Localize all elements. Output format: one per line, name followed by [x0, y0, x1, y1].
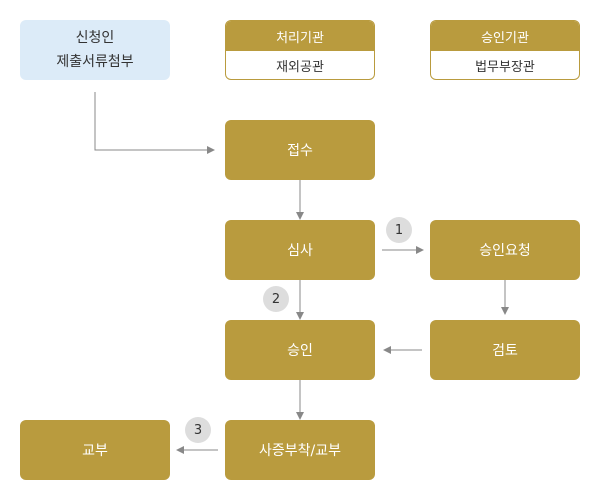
processing-org-header: 처리기관 — [226, 21, 374, 51]
step-receipt: 접수 — [225, 120, 375, 180]
step-approval: 승인 — [225, 320, 375, 380]
applicant-box: 신청인 제출서류첨부 — [20, 20, 170, 80]
step-examination: 검토 — [430, 320, 580, 380]
processing-org-box: 처리기관 재외공관 — [225, 20, 375, 80]
approving-org-value: 법무부장관 — [475, 59, 535, 75]
approving-org-box: 승인기관 법무부장관 — [430, 20, 580, 80]
step-review: 심사 — [225, 220, 375, 280]
badge-3: 3 — [185, 417, 211, 443]
step-approval-request: 승인요청 — [430, 220, 580, 280]
badge-2: 2 — [263, 286, 289, 312]
applicant-documents: 제출서류첨부 — [56, 54, 134, 70]
applicant-title: 신청인 — [75, 30, 115, 46]
processing-org-value: 재외공관 — [276, 59, 324, 75]
step-delivery: 교부 — [20, 420, 170, 480]
step-visa-issue: 사증부착/교부 — [225, 420, 375, 480]
arrow-applicant-to-receipt — [94, 92, 215, 154]
approving-org-header: 승인기관 — [431, 21, 579, 51]
badge-1: 1 — [386, 217, 412, 243]
